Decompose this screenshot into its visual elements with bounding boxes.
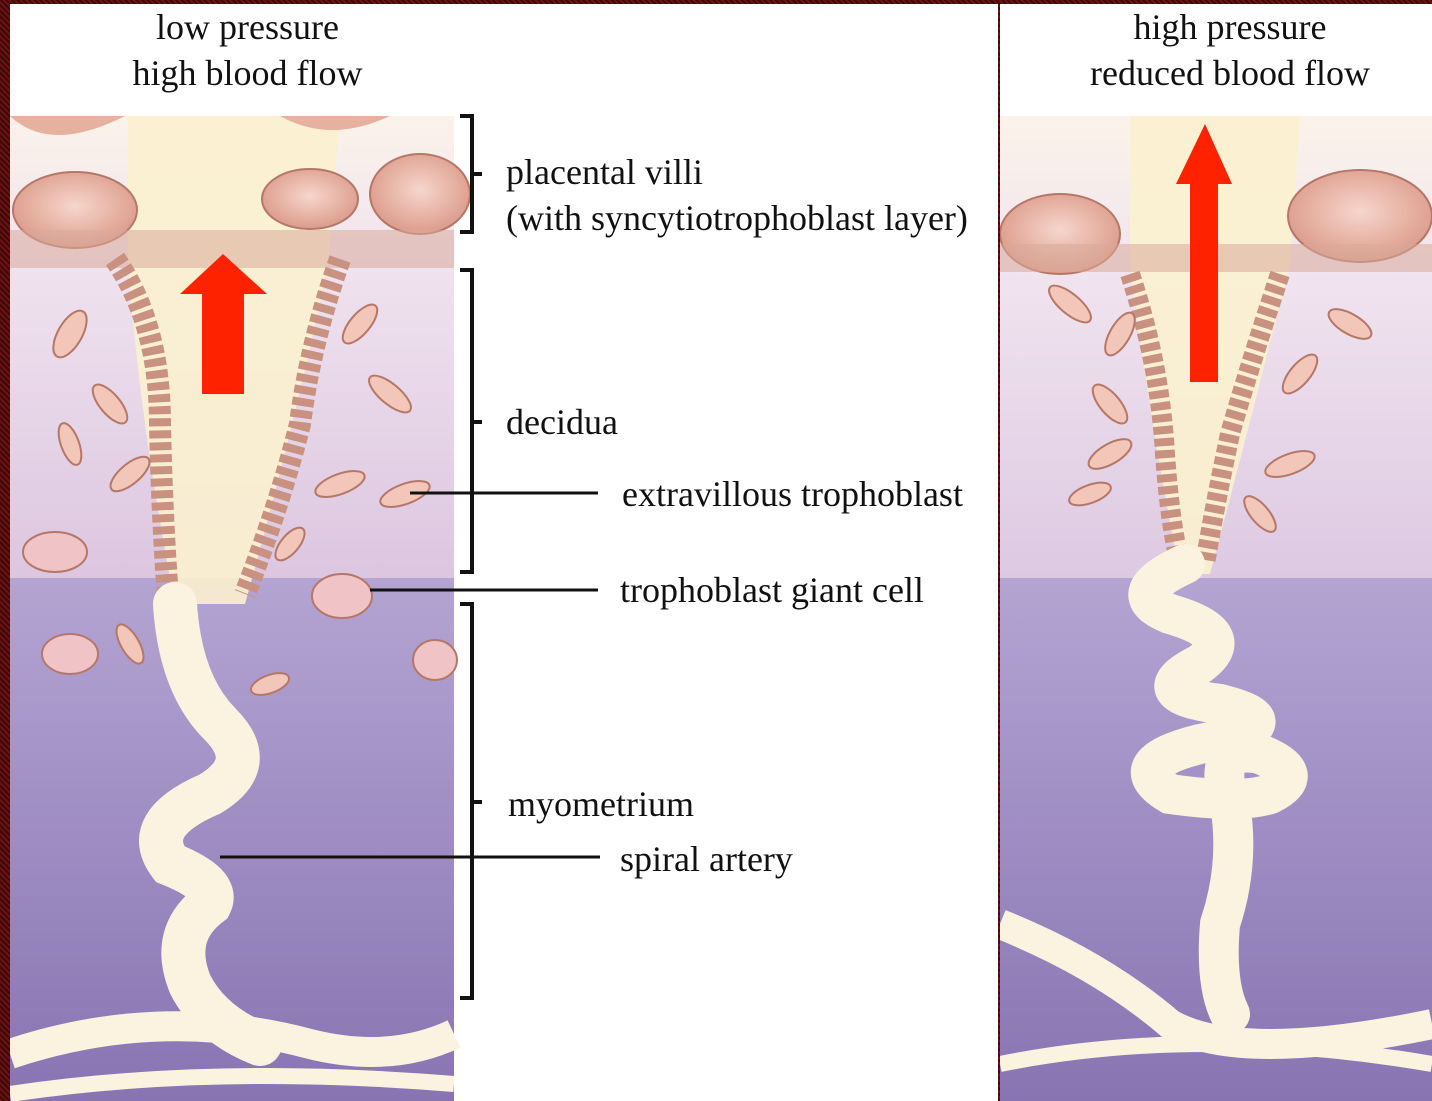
- bracket-myometrium: [460, 604, 482, 998]
- label-placental-villi: placental villi: [506, 150, 703, 194]
- right-panel: high pressure reduced blood flow: [1000, 4, 1432, 1101]
- left-illustration: [10, 4, 998, 1101]
- label-syncytiotrophoblast: (with syncytiotrophoblast layer): [506, 196, 968, 240]
- label-decidua: decidua: [506, 400, 618, 444]
- left-title-line2: high blood flow: [105, 50, 390, 96]
- brackets: [460, 116, 482, 998]
- right-title-line2: reduced blood flow: [1040, 50, 1420, 96]
- left-title-line1: low pressure: [105, 4, 390, 50]
- label-myometrium: myometrium: [508, 782, 694, 826]
- right-title-line1: high pressure: [1040, 4, 1420, 50]
- right-title: high pressure reduced blood flow: [1040, 4, 1420, 96]
- villus-blob: [262, 169, 358, 229]
- villus-blob: [370, 154, 470, 234]
- label-trophoblast-giant-cell: trophoblast giant cell: [620, 568, 924, 612]
- bracket-decidua: [460, 270, 482, 572]
- label-extravillous-trophoblast: extravillous trophoblast: [622, 472, 963, 516]
- left-panel: low pressure high blood flow placental v…: [10, 4, 998, 1101]
- left-title: low pressure high blood flow: [105, 4, 390, 96]
- right-illustration: [1000, 4, 1432, 1101]
- label-spiral-artery: spiral artery: [620, 837, 793, 881]
